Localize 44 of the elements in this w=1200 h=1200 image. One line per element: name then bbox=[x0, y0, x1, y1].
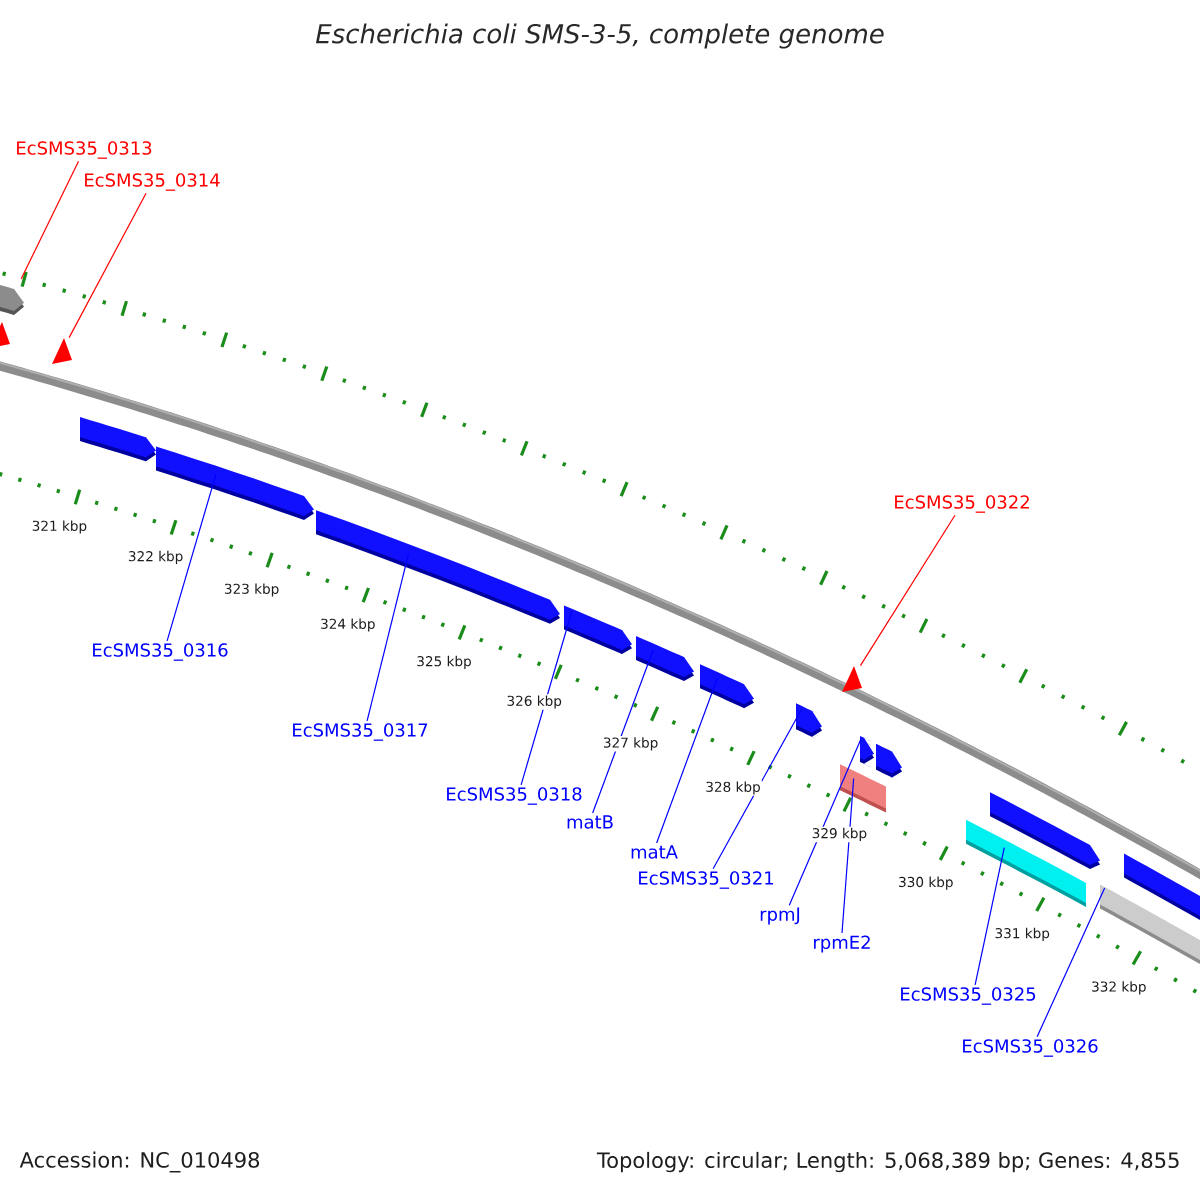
gene-label: matB bbox=[567, 815, 613, 829]
gene-label: EcSMS35_0313 bbox=[17, 141, 152, 159]
leader-line bbox=[859, 514, 956, 667]
gene-label: EcSMS35_0322 bbox=[895, 495, 1029, 513]
leader-line bbox=[366, 552, 410, 722]
leader-line bbox=[974, 846, 1005, 986]
genome-info-label: Topology: circular; Length: 5,068,389 bp; Genes: 4,855 bbox=[595, 1150, 1182, 1174]
gene-label: rpmE2 bbox=[814, 935, 870, 953]
leader-line bbox=[68, 192, 147, 339]
leader-line bbox=[166, 473, 217, 642]
gene-label: EcSMS35_0325 bbox=[901, 987, 1036, 1005]
gene-segment bbox=[990, 792, 1100, 870]
title: Escherichia coli SMS-3-5, complete genome bbox=[315, 23, 884, 49]
gene-marker bbox=[842, 666, 862, 692]
gene-segment bbox=[1124, 853, 1200, 926]
gene-segment bbox=[564, 605, 632, 655]
leader-line bbox=[656, 678, 718, 844]
gene-segment bbox=[860, 735, 874, 768]
leader-line bbox=[1036, 887, 1106, 1038]
gene-label: EcSMS35_0321 bbox=[639, 871, 773, 889]
accession-label: Accession: NC_010498 bbox=[18, 1150, 262, 1174]
gene-segment bbox=[156, 446, 314, 520]
gene-label: EcSMS35_0314 bbox=[85, 173, 220, 191]
gene-label: EcSMS35_0326 bbox=[963, 1039, 1098, 1057]
leader-line bbox=[520, 610, 573, 786]
leader-line bbox=[788, 738, 862, 906]
gene-label: EcSMS35_0316 bbox=[93, 643, 228, 661]
leader-line bbox=[592, 649, 654, 814]
leader-line bbox=[712, 709, 802, 870]
gene-segment bbox=[80, 417, 156, 462]
leader-line bbox=[20, 160, 80, 280]
gene-segment bbox=[876, 743, 902, 781]
gene-label: EcSMS35_0317 bbox=[293, 723, 428, 741]
gene-marker bbox=[52, 338, 72, 364]
gene-segment bbox=[636, 636, 694, 683]
leader-line bbox=[841, 777, 855, 934]
gene-block bbox=[840, 764, 886, 813]
gene-label: EcSMS35_0318 bbox=[447, 787, 582, 805]
gene-segment bbox=[796, 703, 822, 741]
gene-segment bbox=[700, 664, 754, 710]
gene-label: rpmJ bbox=[760, 907, 800, 925]
gene-segment bbox=[0, 279, 24, 317]
gene-marker bbox=[0, 322, 10, 348]
gene-label: matA bbox=[631, 845, 678, 859]
